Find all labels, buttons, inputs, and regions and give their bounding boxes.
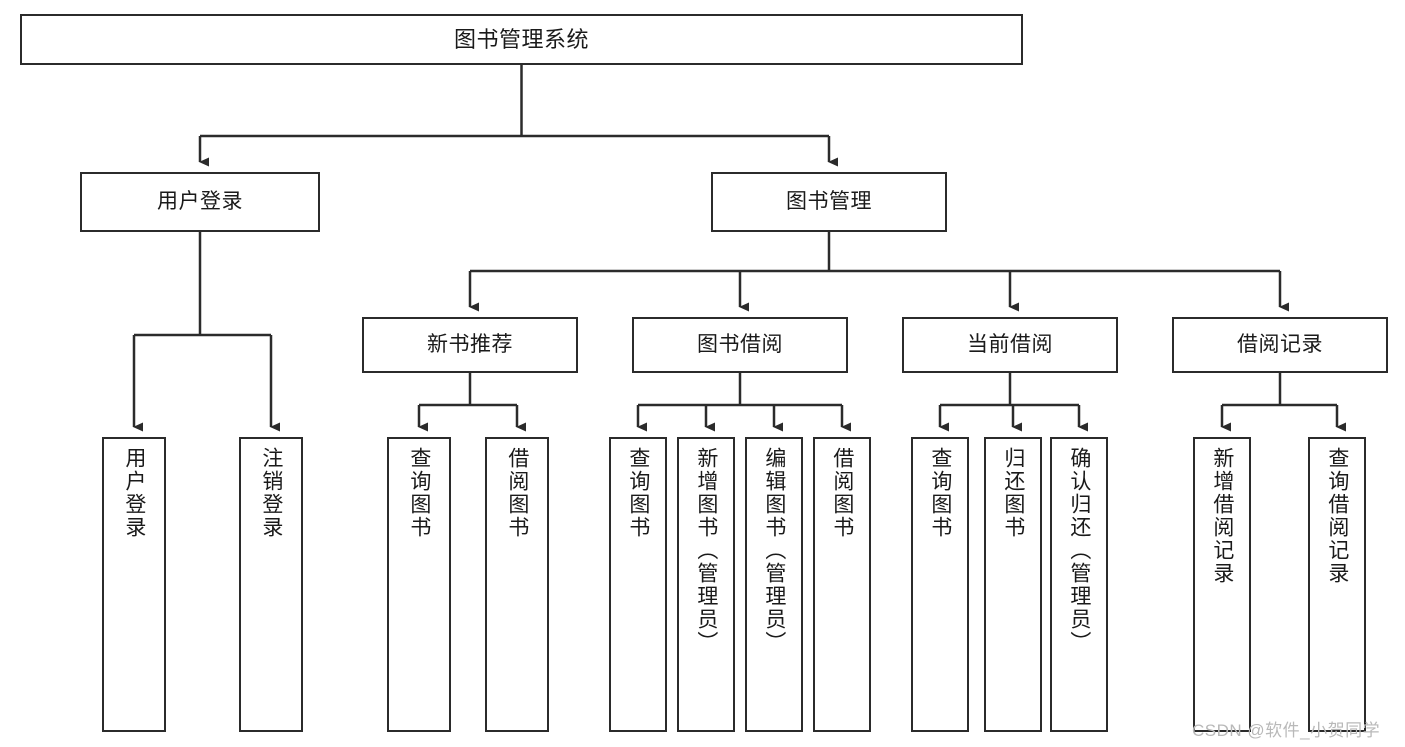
node-label: 当前借阅: [967, 332, 1053, 356]
node-label: 新增借阅记录: [1210, 447, 1234, 585]
node-leaf-bb-edit[interactable]: 编辑图书（管理员）: [745, 437, 803, 732]
node-label: 查询图书: [407, 447, 431, 539]
node-leaf-cb-return[interactable]: 归还图书: [984, 437, 1042, 732]
node-borrow-record[interactable]: 借阅记录: [1172, 317, 1388, 373]
node-leaf-rec-borrow[interactable]: 借阅图书: [485, 437, 549, 732]
node-leaf-bb-add[interactable]: 新增图书（管理员）: [677, 437, 735, 732]
node-label: 归还图书: [1001, 447, 1025, 539]
node-root[interactable]: 图书管理系统: [20, 14, 1023, 65]
node-leaf-bb-borrow[interactable]: 借阅图书: [813, 437, 871, 732]
node-label: 借阅记录: [1237, 332, 1323, 356]
node-user-login[interactable]: 用户登录: [80, 172, 320, 232]
node-label: 新增图书（管理员）: [694, 447, 718, 654]
node-book-manage[interactable]: 图书管理: [711, 172, 947, 232]
node-label: 编辑图书（管理员）: [762, 447, 786, 654]
node-label: 新书推荐: [427, 332, 513, 356]
node-leaf-cb-query[interactable]: 查询图书: [911, 437, 969, 732]
node-label: 图书借阅: [697, 332, 783, 356]
node-leaf-bb-query[interactable]: 查询图书: [609, 437, 667, 732]
node-book-borrow[interactable]: 图书借阅: [632, 317, 848, 373]
node-label: 借阅图书: [505, 447, 529, 539]
node-label: 查询借阅记录: [1325, 447, 1349, 585]
node-leaf-user-login[interactable]: 用户登录: [102, 437, 166, 732]
node-label: 确认归还（管理员）: [1067, 447, 1091, 654]
watermark-label: CSDN @软件_小贺同学: [1192, 721, 1381, 740]
node-leaf-cb-confirm[interactable]: 确认归还（管理员）: [1050, 437, 1108, 732]
node-leaf-br-add[interactable]: 新增借阅记录: [1193, 437, 1251, 732]
node-label: 查询图书: [928, 447, 952, 539]
node-label: 图书管理系统: [453, 26, 589, 52]
node-leaf-rec-query[interactable]: 查询图书: [387, 437, 451, 732]
node-current-borrow[interactable]: 当前借阅: [902, 317, 1118, 373]
node-label: 用户登录: [122, 447, 146, 539]
node-leaf-logout[interactable]: 注销登录: [239, 437, 303, 732]
node-label: 借阅图书: [830, 447, 854, 539]
node-label: 查询图书: [626, 447, 650, 539]
node-label: 图书管理: [786, 189, 872, 213]
node-label: 用户登录: [157, 189, 243, 213]
node-label: 注销登录: [259, 447, 283, 539]
node-leaf-br-query[interactable]: 查询借阅记录: [1308, 437, 1366, 732]
node-new-book-rec[interactable]: 新书推荐: [362, 317, 578, 373]
